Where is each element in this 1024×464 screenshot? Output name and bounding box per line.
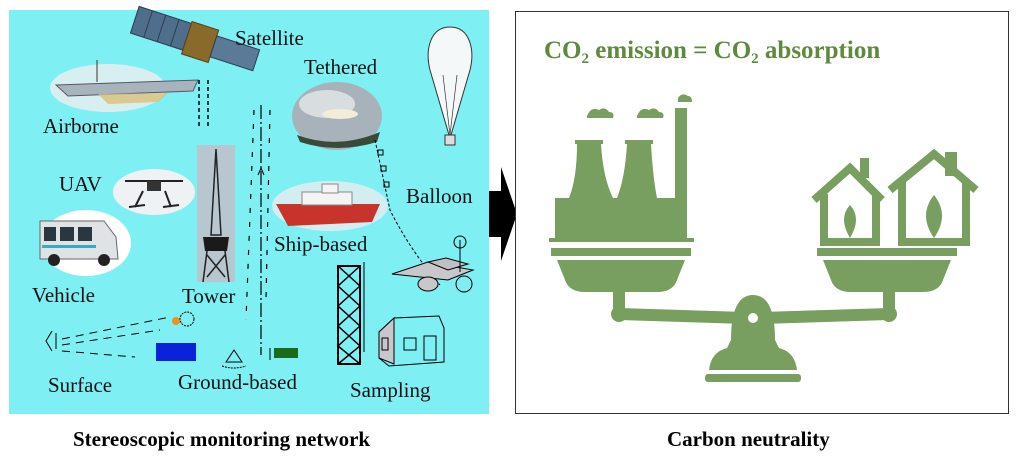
equation-title: CO2 emission = CO2 absorption [544,37,881,67]
vehicle-icon [39,210,131,276]
signal-paths [245,105,271,355]
tower-photo [197,145,235,283]
balloon-label: Balloon [406,184,473,208]
weather-balloon-icon [427,26,473,146]
satellite-label: Satellite [235,26,304,50]
tower-label: Tower [182,284,236,308]
sampling-station-icon [336,262,445,367]
aircraft-icon [50,60,199,112]
ground-based-label: Ground-based [178,370,297,394]
left-caption: Stereoscopic monitoring network [73,427,371,451]
houses-icon [811,148,979,246]
uav-label: UAV [59,172,102,196]
vehicle-label: Vehicle [32,283,95,307]
right-caption: Carbon neutrality [667,427,830,451]
arrow-right-icon [489,167,517,261]
ground-station-icon [391,235,475,293]
factory-icon [549,94,694,242]
surface-label: Surface [48,373,113,397]
ship-based-label: Ship-based [274,232,368,256]
satellite-beam [198,80,209,128]
tethered-label: Tethered [304,55,378,79]
ship-icon [272,181,388,231]
surface-instruments [45,311,196,361]
sampling-label: Sampling [350,378,431,402]
balance-scale-icon [551,248,957,382]
airborne-label: Airborne [43,114,119,138]
uav-icon [113,169,195,215]
ground-based-instruments [221,348,298,369]
satellite-icon [129,5,261,72]
tethered-balloon-photo [292,82,382,150]
